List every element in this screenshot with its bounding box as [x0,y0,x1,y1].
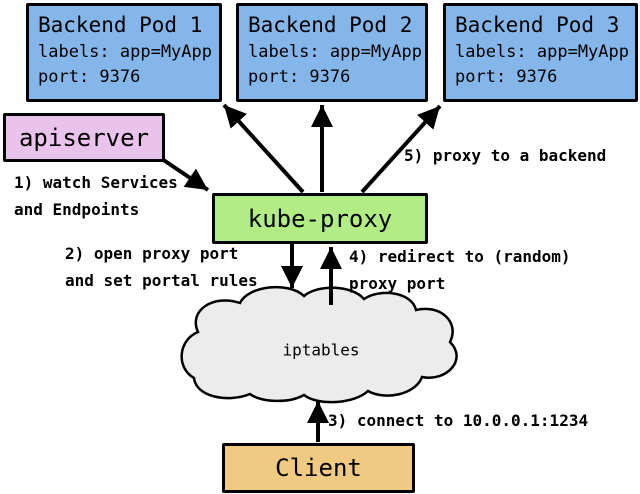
kube-proxy-label: kube-proxy [247,204,393,233]
apiserver-label: apiserver [18,123,150,152]
pod3-title: Backend Pod 3 [455,13,620,37]
kube-proxy-node: kube-proxy [212,193,428,244]
pod3-port: port: 9376 [455,67,558,87]
pod2-labels: labels: app=MyApp [248,42,422,62]
pod1-port: port: 9376 [38,67,141,87]
annotation-step3: 3) connect to 10.0.0.1:1234 [328,411,589,430]
pod3-labels: labels: app=MyApp [455,42,629,62]
pod1-title: Backend Pod 1 [38,13,203,37]
backend-pod-1: Backend Pod 1 labels: app=MyApp port: 93… [26,3,222,102]
pod1-labels: labels: app=MyApp [38,42,212,62]
pod2-title: Backend Pod 2 [248,13,413,37]
backend-pod-2: Backend Pod 2 labels: app=MyApp port: 93… [236,3,428,102]
arrow-kube-proxy-to-pod1 [222,103,305,194]
annotation-step5: 5) proxy to a backend [404,146,607,165]
annotation-step2: 2) open proxy port and set portal rules [65,244,258,290]
apiserver-node: apiserver [3,113,165,162]
annotation-step1: 1) watch Services and Endpoints [14,173,178,219]
iptables-cloud-label: iptables [282,340,360,360]
annotation-step4: 4) redirect to (random) proxy port [349,247,571,293]
client-node: Client [222,443,415,493]
backend-pod-3: Backend Pod 3 labels: app=MyApp port: 93… [443,3,638,102]
pod2-port: port: 9376 [248,67,351,87]
client-label: Client [275,454,362,482]
